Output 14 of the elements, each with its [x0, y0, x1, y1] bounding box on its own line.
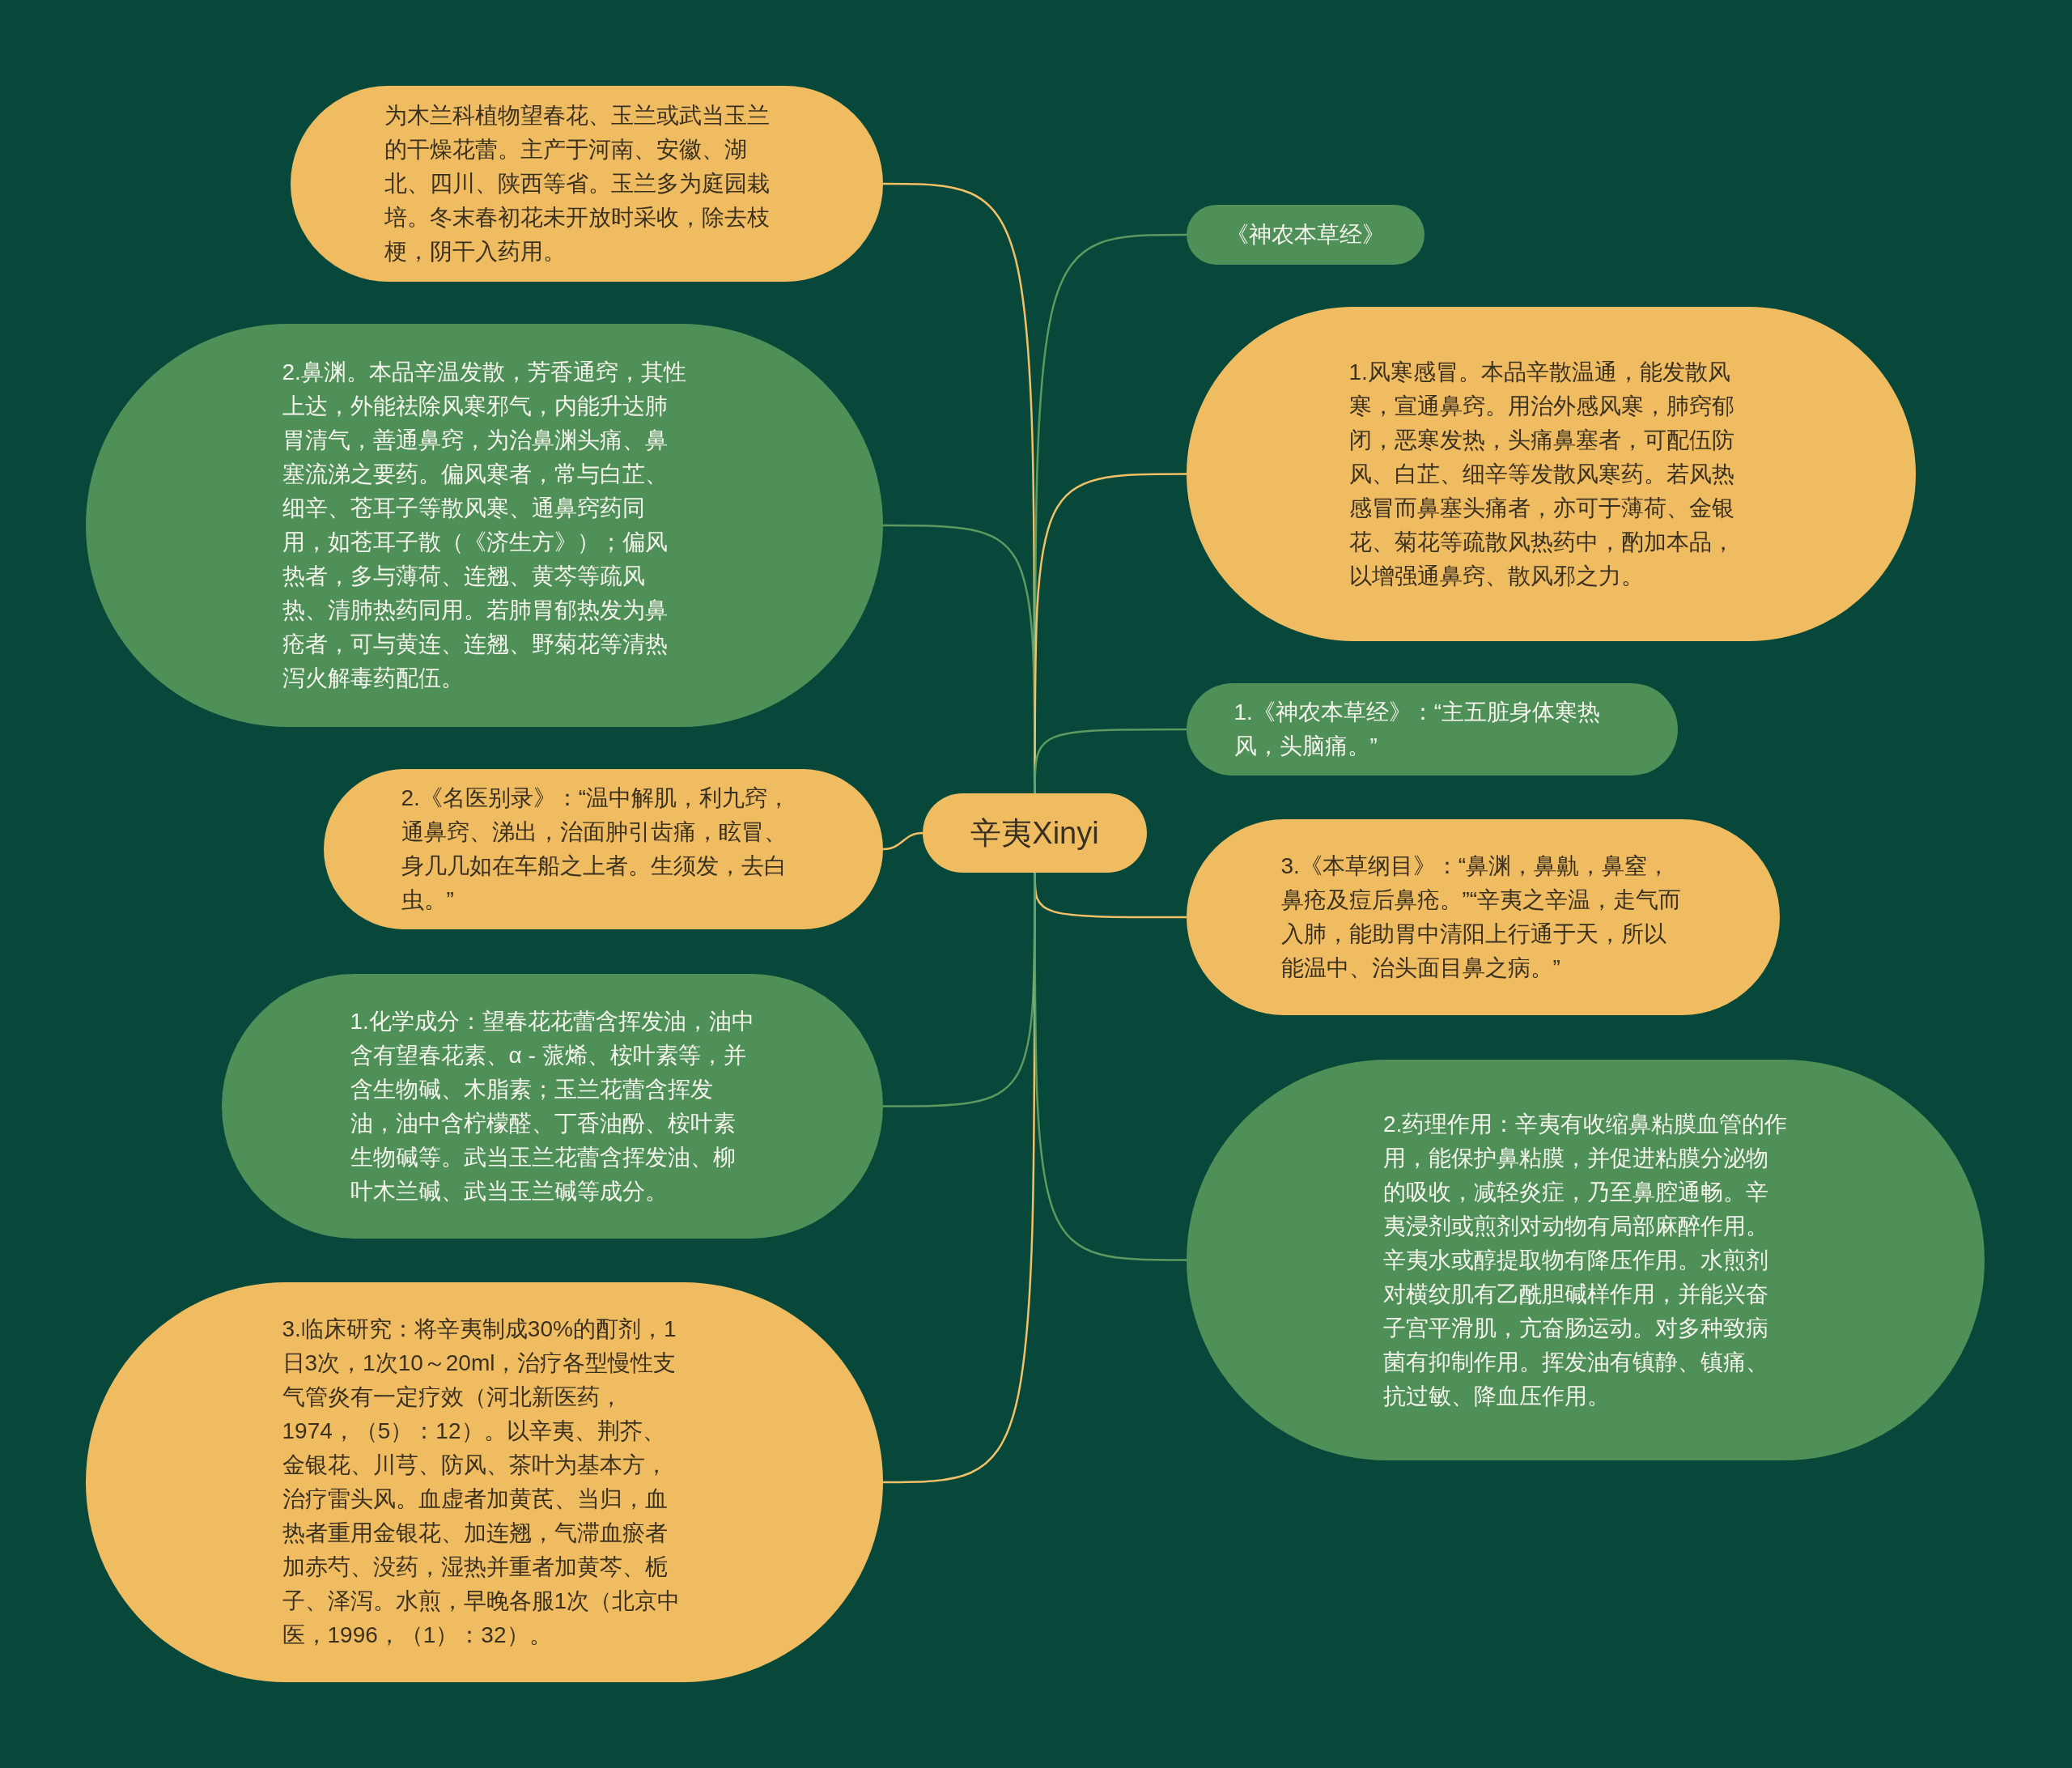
topic-text: 2.药理作用：辛夷有收缩鼻粘膜血管的作用，能保护鼻粘膜，并促进粘膜分泌物的吸收，减轻炎症，乃至鼻腔通畅。辛夷浸剂或煎剂对动物有局部麻醉作用。辛夷水或醇提取物有降压作用。水煎剂对横纹肌有乙酰胆碱样作用，并能兴奋子宫平滑肌，亢奋肠运动。对多种致病菌有抑制作用。挥发油有镇静、镇痛、抗过敏、降血压作用。	[1383, 1110, 1788, 1410]
topic-text: 3.临床研究：将辛夷制成30%的酊剂，1日3次，1次10～20ml，治疗各型慢性支气管炎有一定疗效（河北新医药，1974，（5）：12）。以辛夷、荆芥、金银花、川芎、防风、茶叶为基本方，治疗雷头风。血虚者加黄芪、当归，血热者重用金银花、加连翘，气滞血瘀者加赤芍、没药，湿热并重者加黄芩、栀子、泽泻。水煎，早晚各服1次（北京中医，1996，（1）：32）。	[282, 1315, 681, 1649]
topic-text: 2.《名医别录》：“温中解肌，利九窍，通鼻窍、涕出，治面肿引齿痛，眩冒、身几几如在车船之上者。生须发，去白虫。”	[401, 784, 792, 914]
topic-title: 辛夷Xinyi	[970, 815, 1099, 852]
connector-line	[882, 831, 923, 851]
topic-text: 为木兰科植物望春花、玉兰或武当玉兰的干燥花蕾。主产于河南、安徽、湖北、四川、陕西等省。玉兰多为庭园栽培。冬末春初花未开放时采收，除去枝梗，阴干入药用。	[384, 102, 771, 266]
connector-line	[1034, 728, 1187, 793]
topic-text: 1.风寒感冒。本品辛散温通，能发散风寒，宣通鼻窍。用治外感风寒，肺窍郁闭，恶寒发热，头痛鼻塞者，可配伍防风、白芷、细辛等发散风寒药。若风热感冒而鼻塞头痛者，亦可于薄荷、金银花、菊花等疏散风热药中，酌加本品，以增强通鼻窍、散风邪之力。	[1348, 358, 1735, 590]
connector-line	[1034, 873, 1187, 1261]
topic-text: 《神农本草经》	[1226, 221, 1385, 249]
topic-text: 2.鼻渊。本品辛温发散，芳香通窍，其性上达，外能祛除风寒邪气，内能升达肺胃清气，善通鼻窍，为治鼻渊头痛、鼻塞流涕之要药。偏风寒者，常与白芷、细辛、苍耳子等散风寒、通鼻窍药同用，如苍耳子散（《济生方》）；偏风热者，多与薄荷、连翘、黄芩等疏风热、清肺热药同用。若肺胃郁热发为鼻疮者，可与黄连、连翘、野菊花等清热泻火解毒药配伍。	[282, 359, 687, 692]
topic-text: 3.《本草纲目》：“鼻渊，鼻鼽，鼻窒，鼻疮及痘后鼻疮。”“辛夷之辛温，走气而入肺，能助胃中清阳上行通于天，所以能温中、治头面目鼻之病。”	[1280, 852, 1683, 982]
topic-text: 1.化学成分：望春花花蕾含挥发油，油中含有望春花素、α - 蒎烯、桉叶素等，并含生物碱、木脂素；玉兰花蕾含挥发油，油中含柠檬醛、丁香油酚、桉叶素生物碱等。武当玉兰花蕾含挥发油、柳叶木兰碱、武当玉兰碱等成分。	[350, 1007, 755, 1205]
topic-text: 1.《神农本草经》：“主五脏身体寒热风，头脑痛。”	[1233, 699, 1602, 760]
